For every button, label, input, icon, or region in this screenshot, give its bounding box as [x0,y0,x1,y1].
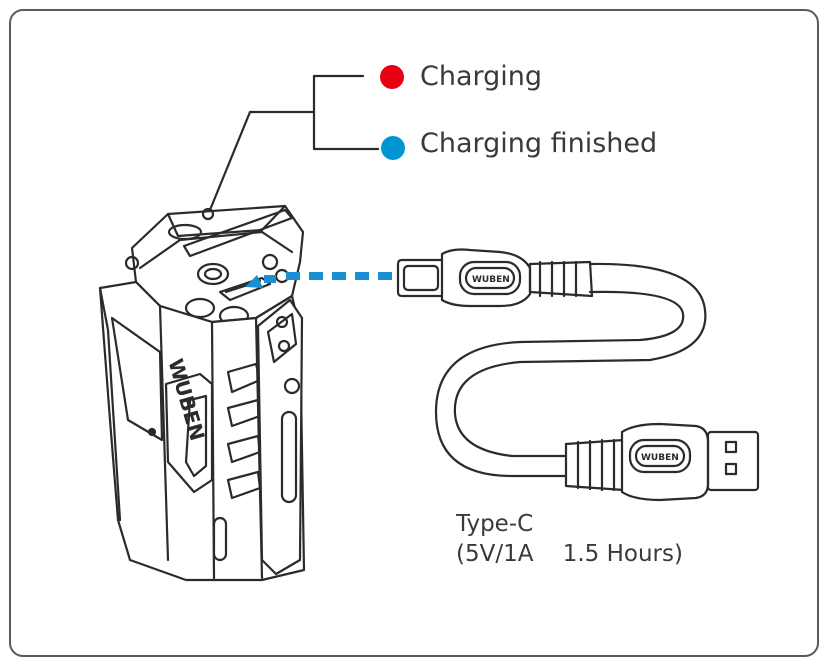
charging-red-dot [380,65,404,89]
flashlight-device: WUBEN [98,204,306,582]
type-c-connector: WUBEN [396,248,594,308]
charging-finished-label: Charging finished [420,128,658,159]
usb-a-connector: WUBEN [564,422,760,502]
charging-label: Charging [420,61,543,92]
cable [434,262,707,478]
cable-type-label: Type-C [456,511,534,537]
cable-brand-logo-bottom: WUBEN [641,453,679,463]
charging-direction-arrow [245,272,392,288]
cable-brand-logo-top: WUBEN [472,275,510,285]
charging-finished-blue-dot [381,136,405,160]
charging-spec-label: (5V/1A 1.5 Hours) [456,541,683,567]
diagram-frame [9,9,819,657]
